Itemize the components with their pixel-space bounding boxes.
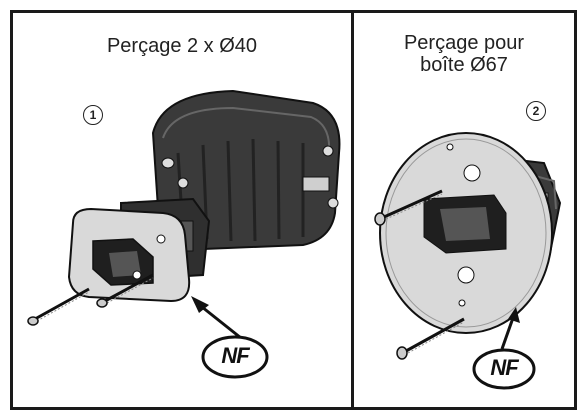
screw-icon	[96, 273, 154, 308]
step-badge-2: 2	[526, 101, 546, 121]
round-plate-icon	[379, 132, 553, 334]
screw-icon	[374, 189, 443, 226]
panel-divider	[351, 13, 354, 407]
left-illustration	[27, 89, 341, 340]
nf-mark-left: NF	[221, 343, 249, 368]
panel-left: Perçage 2 x Ø40 1	[13, 13, 351, 407]
arrow-icon	[191, 296, 242, 340]
panel-right-title-line1: Perçage pour	[403, 32, 525, 54]
panel-right-title-line2: boîte Ø67	[420, 54, 508, 76]
nf-logo-icon	[201, 335, 269, 379]
nf-mark-right: NF	[490, 355, 518, 380]
panel-right-title: Perçage pour boîte Ø67	[354, 32, 574, 76]
step-badge-1: 1	[83, 105, 103, 125]
screw-icon	[396, 317, 465, 360]
diagram-frame: Perçage 2 x Ø40 1	[10, 10, 577, 410]
arrow-icon	[500, 307, 520, 350]
nf-logo-icon	[472, 348, 536, 390]
right-illustration	[374, 132, 562, 390]
screw-icon	[27, 287, 90, 326]
panel-left-title: Perçage 2 x Ø40	[106, 35, 258, 57]
panel-right: Perçage pour boîte Ø67 2	[354, 13, 574, 407]
